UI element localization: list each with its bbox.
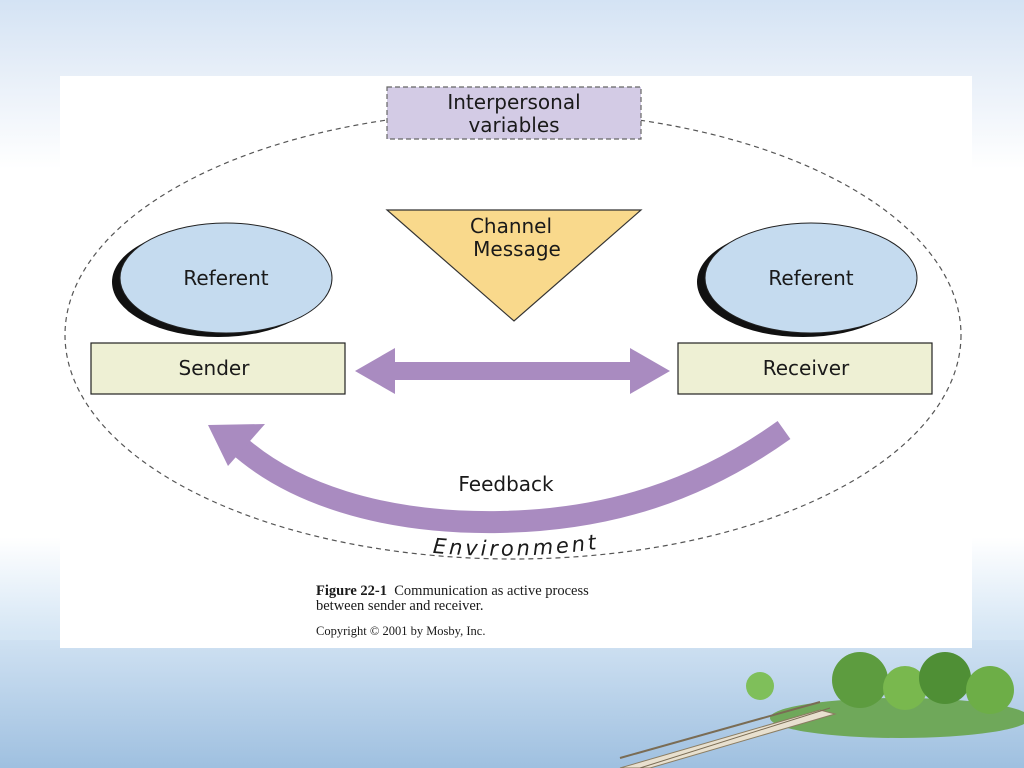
- caption-line1: Figure 22-1 Communication as active proc…: [316, 584, 916, 599]
- figure-number: Figure 22-1: [316, 583, 388, 599]
- feedback-label: Feedback: [458, 472, 554, 496]
- tree: [883, 666, 927, 710]
- double-arrow: [355, 348, 670, 394]
- referent-right: Referent: [697, 222, 918, 337]
- caption-text-1: Communication as active process: [394, 583, 589, 599]
- tree: [832, 652, 888, 708]
- tree: [966, 666, 1014, 714]
- sender-box: Sender: [90, 342, 346, 395]
- referent-right-label: Referent: [768, 266, 853, 290]
- referent-left: Referent: [112, 222, 333, 337]
- figure-caption: Figure 22-1 Communication as active proc…: [316, 584, 916, 639]
- interpersonal-line2: variables: [468, 113, 559, 137]
- tree: [919, 652, 971, 704]
- receiver-label: Receiver: [763, 356, 850, 380]
- referent-left-label: Referent: [183, 266, 268, 290]
- landscape-decoration: [0, 640, 1024, 768]
- message-label: Message: [473, 237, 561, 261]
- interpersonal-variables-box: Interpersonal variables: [386, 86, 642, 140]
- feedback-arc: [229, 421, 791, 534]
- feedback-arrowhead: [208, 424, 265, 466]
- bridge: [619, 709, 837, 768]
- island: [770, 698, 1024, 738]
- copyright-text: Copyright © 2001 by Mosby, Inc.: [316, 624, 486, 638]
- channel-label: Channel: [470, 214, 552, 238]
- sender-label: Sender: [179, 356, 251, 380]
- channel-message-triangle: Channel Message: [385, 209, 643, 322]
- receiver-box: Receiver: [677, 342, 933, 395]
- interpersonal-line1: Interpersonal: [447, 90, 580, 114]
- tree: [746, 672, 774, 700]
- environment-boundary: [64, 110, 962, 560]
- caption-line2: between sender and receiver.: [316, 598, 484, 614]
- environment-label: Environment: [432, 530, 600, 561]
